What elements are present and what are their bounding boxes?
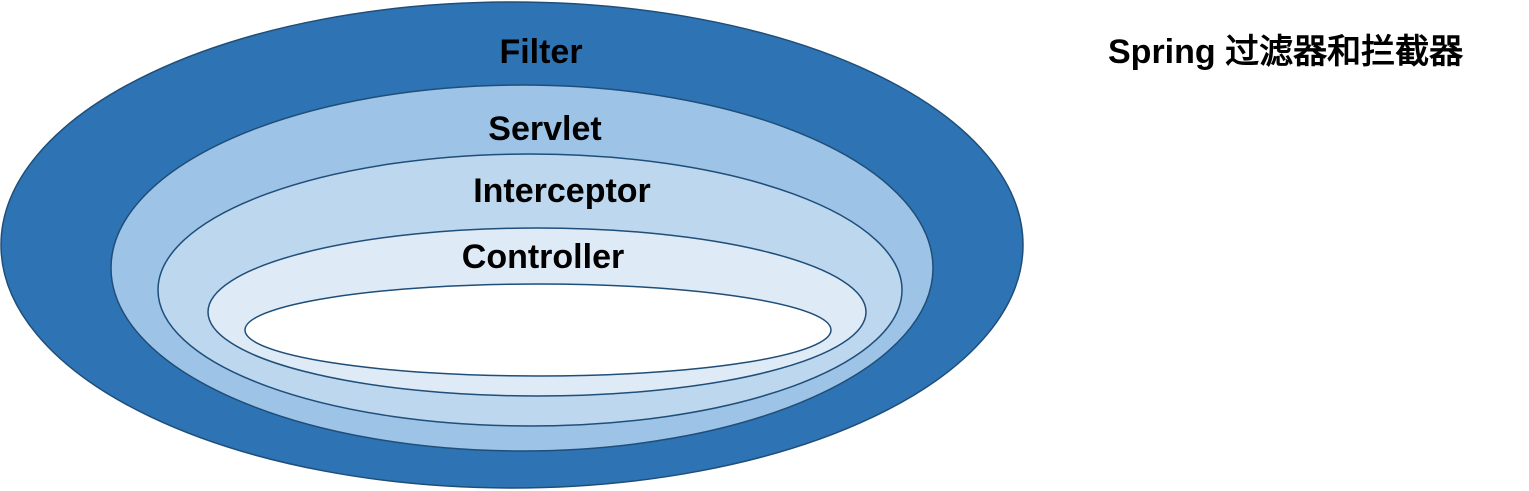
servlet-label: Servlet bbox=[488, 110, 601, 148]
interceptor-label: Interceptor bbox=[473, 172, 651, 210]
filter-label: Filter bbox=[499, 33, 582, 71]
controller-label: Controller bbox=[462, 238, 624, 276]
core-ellipse bbox=[244, 283, 832, 377]
page-title: Spring 过滤器和拦截器 bbox=[1108, 33, 1464, 71]
